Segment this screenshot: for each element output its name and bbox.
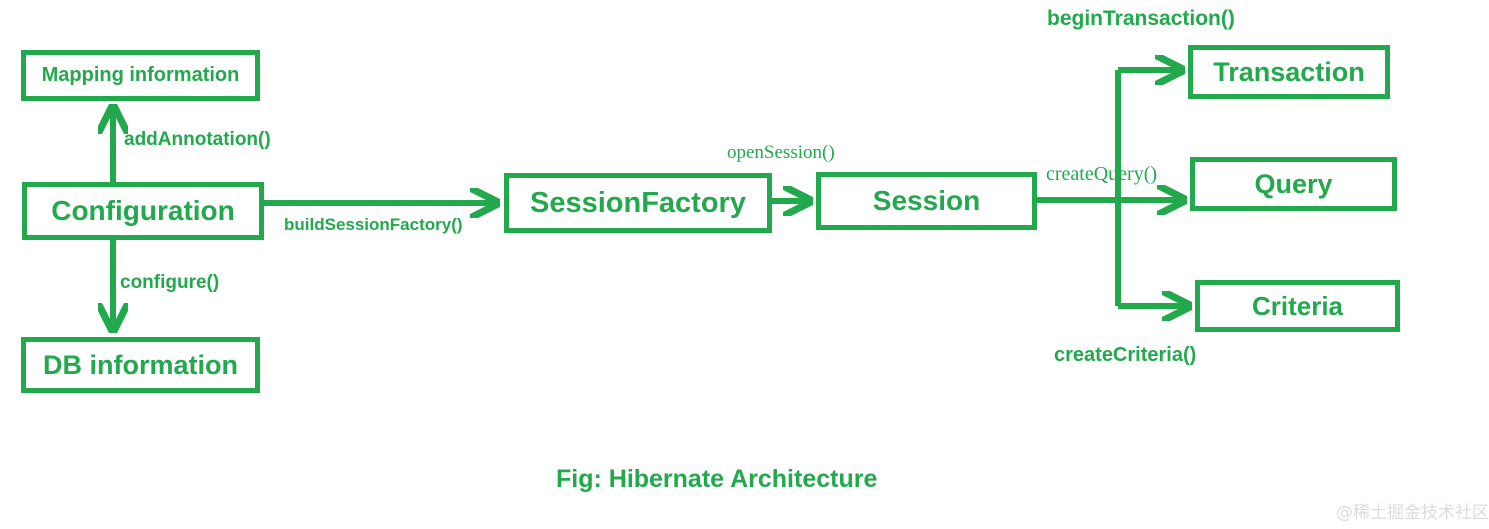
edge-label-begin-transaction: beginTransaction() — [1047, 7, 1235, 30]
node-db-information-label: DB information — [43, 349, 238, 380]
edge-label-create-query: createQuery() — [1046, 163, 1158, 185]
node-query-label: Query — [1254, 168, 1333, 199]
node-transaction-label: Transaction — [1213, 56, 1365, 87]
node-mapping-information-label: Mapping information — [41, 64, 240, 86]
edge-label-add-annotation: addAnnotation() — [124, 129, 271, 150]
figure-caption: Fig: Hibernate Architecture — [556, 465, 878, 493]
node-mapping-information[interactable]: Mapping information — [21, 50, 260, 101]
edge-label-build-session-factory: buildSessionFactory() — [284, 215, 463, 234]
watermark: @稀土掘金技术社区 — [1336, 503, 1489, 523]
node-query[interactable]: Query — [1190, 157, 1397, 211]
edge-label-configure: configure() — [120, 272, 220, 293]
node-criteria-label: Criteria — [1251, 290, 1344, 321]
node-session-label: Session — [872, 185, 981, 216]
node-transaction[interactable]: Transaction — [1188, 45, 1390, 99]
node-criteria[interactable]: Criteria — [1195, 280, 1400, 332]
edge-label-open-session: openSession() — [727, 142, 835, 163]
node-configuration-label: Configuration — [51, 195, 235, 226]
node-session[interactable]: Session — [816, 172, 1037, 230]
node-session-factory[interactable]: SessionFactory — [504, 173, 772, 233]
node-configuration[interactable]: Configuration — [22, 182, 264, 240]
node-session-factory-label: SessionFactory — [530, 186, 746, 219]
edge-label-create-criteria: createCriteria() — [1054, 344, 1197, 366]
node-db-information[interactable]: DB information — [21, 337, 260, 393]
